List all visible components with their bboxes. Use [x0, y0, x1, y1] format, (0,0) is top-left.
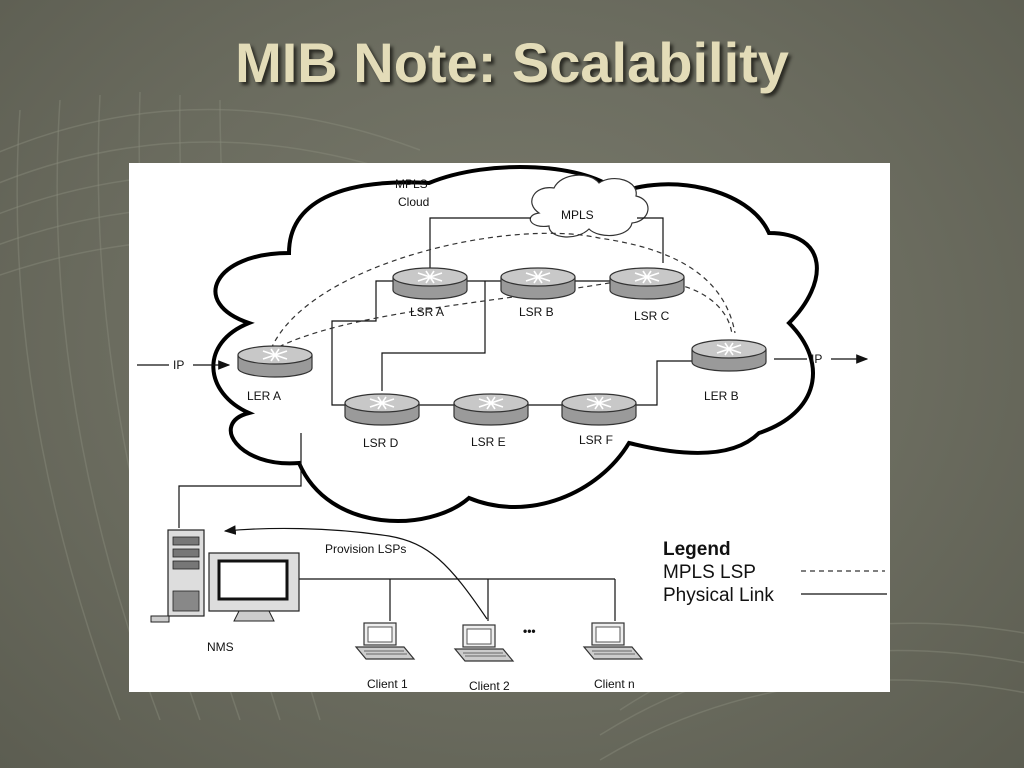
client-1-laptop-icon	[355, 622, 415, 660]
ip-in-label: IP	[173, 358, 184, 372]
client-2-laptop-icon	[454, 624, 514, 662]
router-lsr-d-icon	[344, 393, 420, 426]
router-ler-b-icon	[691, 339, 767, 372]
nms-monitor-icon	[208, 552, 300, 622]
legend-title: Legend	[663, 539, 731, 560]
legend-physical-link-label: Physical Link	[663, 585, 774, 606]
node-label-lsr-f: LSR F	[579, 433, 613, 447]
client-1-label: Client 1	[367, 677, 408, 691]
nms-server-icon	[150, 529, 205, 623]
router-ler-a-icon	[237, 345, 313, 378]
node-label-lsr-a: LSR A	[410, 305, 444, 319]
provision-arrow	[223, 525, 488, 620]
slide-title: MIB Note: Scalability	[235, 31, 789, 94]
inner-mpls-cloud-label: MPLS	[561, 208, 594, 222]
node-label-ler-a: LER A	[247, 389, 281, 403]
client-n-label: Client n	[594, 677, 635, 691]
node-label-lsr-d: LSR D	[363, 436, 399, 450]
node-label-ler-b: LER B	[704, 389, 739, 403]
node-label-lsr-c: LSR C	[634, 309, 670, 323]
physical-links	[178, 217, 692, 621]
more-clients-ellipsis: •••	[523, 624, 536, 638]
client-n-laptop-icon	[583, 622, 643, 660]
node-label-lsr-b: LSR B	[519, 305, 554, 319]
nms-label: NMS	[207, 640, 234, 654]
provision-lsps-label: Provision LSPs	[325, 542, 406, 556]
router-lsr-c-icon	[609, 267, 685, 300]
ip-out-label: IP	[811, 352, 822, 366]
mpls-cloud-label: MPLS	[395, 177, 428, 191]
router-lsr-e-icon	[453, 393, 529, 426]
router-lsr-b-icon	[500, 267, 576, 300]
mpls-cloud-label-line2: Cloud	[398, 195, 429, 209]
inner-mpls-cloud-shape	[529, 174, 649, 238]
node-label-lsr-e: LSR E	[471, 435, 506, 449]
legend-mpls-lsp-label: MPLS LSP	[663, 562, 756, 583]
router-lsr-a-icon	[392, 267, 468, 300]
network-diagram: MPLS Cloud MPLS LSR A LSR B LSR C LER A …	[129, 163, 890, 692]
client-2-label: Client 2	[469, 679, 510, 692]
router-lsr-f-icon	[561, 393, 637, 426]
